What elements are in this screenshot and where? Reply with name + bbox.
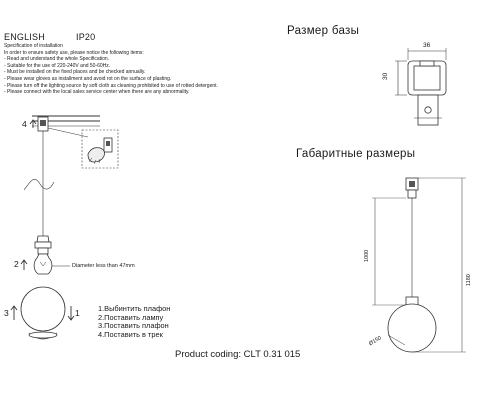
specification-text: Specification of installation In order t… <box>4 43 218 96</box>
bulb-diameter-note: Diameter less than 47mm <box>72 263 135 269</box>
spec-line: - Read and understand the whole Specific… <box>4 56 110 63</box>
product-code: Product coding: CLT 0.31 015 <box>175 349 301 360</box>
base-size-title: Размер базы <box>287 25 360 37</box>
spec-line: - Please wear gloves as installment and … <box>4 75 172 82</box>
step4-number: 4 <box>22 119 27 129</box>
spec-line: - Suitable for the use of 220-240V and 5… <box>4 62 111 69</box>
base-size-drawing <box>395 48 447 126</box>
step2-number: 2 <box>14 259 19 269</box>
installation-figure <box>10 115 119 340</box>
cable-length-label: 1000 <box>364 249 370 262</box>
ip-rating: IP20 <box>76 32 96 42</box>
total-height-label: 1180 <box>466 274 472 286</box>
spec-line: In order to ensure safety use, please no… <box>4 49 144 56</box>
step-item: 2.Поставить лампу <box>98 312 164 322</box>
overall-drawing <box>372 177 466 353</box>
spec-line: - Must be installed on the fixed places … <box>4 69 146 76</box>
step1-number: 1 <box>75 308 80 318</box>
spec-line: - Please connect with the local sales se… <box>4 89 190 96</box>
spec-line: Specification of installation <box>4 43 63 49</box>
spec-line: - Please turn off the lighting source by… <box>4 82 218 89</box>
overall-dimensions-title: Габаритные размеры <box>296 148 416 160</box>
step-item: 3.Поставить плафон <box>98 321 169 331</box>
base-height-label: 30 <box>382 72 389 80</box>
step3-number: 3 <box>4 308 9 318</box>
step-item: 4.Поставить в трек <box>98 329 163 339</box>
step-item: 1.Выбинтить плафон <box>98 304 171 313</box>
installation-steps: 1.Выбинтить плафон 2.Поставить лампу 3.П… <box>98 304 171 339</box>
language-label: ENGLISH <box>4 32 45 42</box>
base-width-label: 36 <box>423 42 431 49</box>
